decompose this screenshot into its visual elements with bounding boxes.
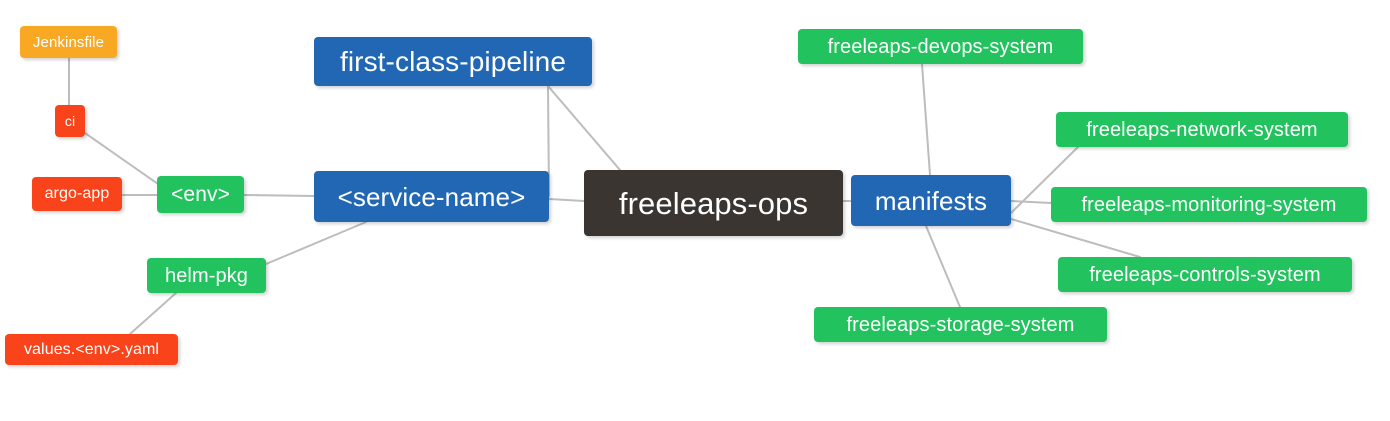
mindmap-node-values-env-yaml[interactable]: values.<env>.yaml	[5, 334, 178, 365]
mindmap-node-freeleaps-storage-system[interactable]: freeleaps-storage-system	[814, 307, 1107, 342]
edge-service-name-to-helm-pkg	[265, 221, 367, 265]
edge-manifests-to-freeleaps-monitoring-system	[1010, 200, 1052, 204]
mindmap-node-first-class-pipeline[interactable]: first-class-pipeline	[314, 37, 592, 86]
mindmap-node-freeleaps-controls-system[interactable]: freeleaps-controls-system	[1058, 257, 1352, 292]
mindmap-node-env[interactable]: <env>	[157, 176, 244, 213]
edge-manifests-to-freeleaps-storage-system	[925, 225, 961, 308]
edge-env-to-service-name	[243, 194, 315, 197]
mindmap-node-jenkinsfile[interactable]: Jenkinsfile	[20, 26, 117, 58]
mindmap-node-freeleaps-devops-system[interactable]: freeleaps-devops-system	[798, 29, 1083, 64]
mindmap-node-service-name[interactable]: <service-name>	[314, 171, 549, 222]
edge-manifests-to-freeleaps-devops-system	[921, 63, 931, 176]
mindmap-node-helm-pkg[interactable]: helm-pkg	[147, 258, 266, 293]
edge-manifests-to-freeleaps-controls-system	[1010, 218, 1141, 258]
mindmap-node-freeleaps-monitoring-system[interactable]: freeleaps-monitoring-system	[1051, 187, 1367, 222]
edge-service-name-to-freeleaps-ops	[548, 198, 585, 202]
mindmap-node-manifests[interactable]: manifests	[851, 175, 1011, 226]
edge-helm-pkg-to-values-env-yaml	[129, 292, 177, 335]
mindmap-node-ci[interactable]: ci	[55, 105, 85, 137]
mindmap-node-freeleaps-network-system[interactable]: freeleaps-network-system	[1056, 112, 1348, 147]
mindmap-node-argo-app[interactable]: argo-app	[32, 177, 122, 211]
mindmap-node-freeleaps-ops[interactable]: freeleaps-ops	[584, 170, 843, 236]
edge-first-class-pipeline-to-freeleaps-ops	[547, 85, 621, 171]
